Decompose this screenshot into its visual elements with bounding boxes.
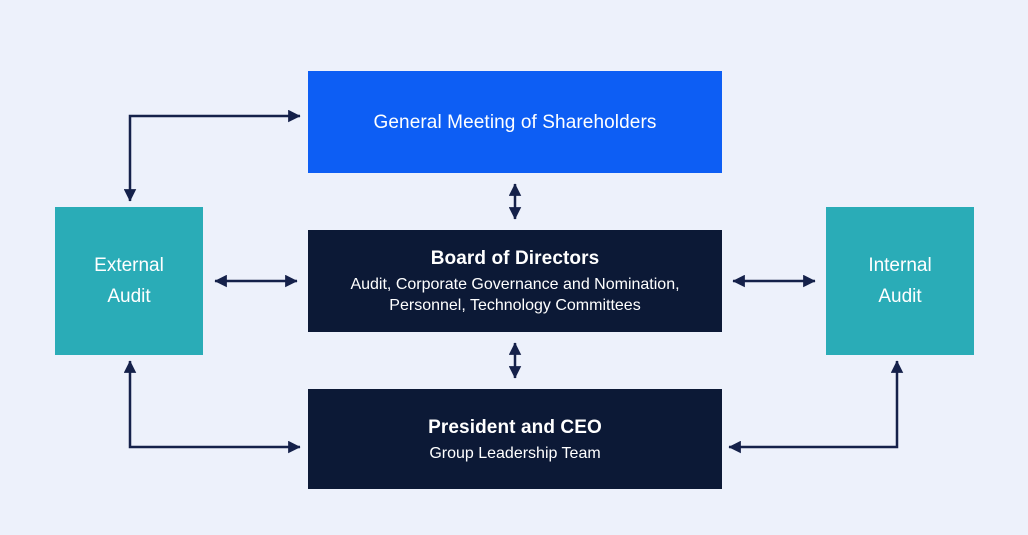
internal-audit-label: Internal Audit bbox=[868, 250, 931, 312]
external-audit-line-2: Audit bbox=[107, 286, 151, 307]
president-title: President and CEO bbox=[428, 416, 602, 438]
shareholders-title: General Meeting of Shareholders bbox=[373, 111, 657, 133]
arrow-external-audit-shareholders bbox=[123, 109, 301, 202]
board-subtitle-line-2: Personnel, Technology Committees bbox=[389, 297, 641, 314]
external-audit-line-1: External bbox=[94, 255, 164, 276]
node-board-of-directors: Board of Directors Audit, Corporate Gove… bbox=[308, 230, 722, 332]
board-title: Board of Directors bbox=[430, 248, 600, 269]
board-subtitle-line-1: Audit, Corporate Governance and Nominati… bbox=[350, 276, 680, 293]
external-audit-label: External Audit bbox=[94, 250, 164, 312]
internal-audit-line-1: Internal bbox=[868, 255, 932, 276]
board-subtitle: Audit, Corporate Governance and Nominati… bbox=[350, 274, 679, 316]
arrow-external-audit-president bbox=[123, 360, 301, 454]
node-president-and-ceo: President and CEO Group Leadership Team bbox=[308, 389, 722, 489]
node-general-meeting-of-shareholders: General Meeting of Shareholders bbox=[308, 71, 722, 173]
president-subtitle: Group Leadership Team bbox=[429, 444, 601, 462]
node-internal-audit: Internal Audit bbox=[826, 207, 974, 355]
internal-audit-line-2: Audit bbox=[878, 286, 922, 307]
arrow-internal-audit-president bbox=[728, 360, 904, 454]
node-external-audit: External Audit bbox=[55, 207, 203, 355]
